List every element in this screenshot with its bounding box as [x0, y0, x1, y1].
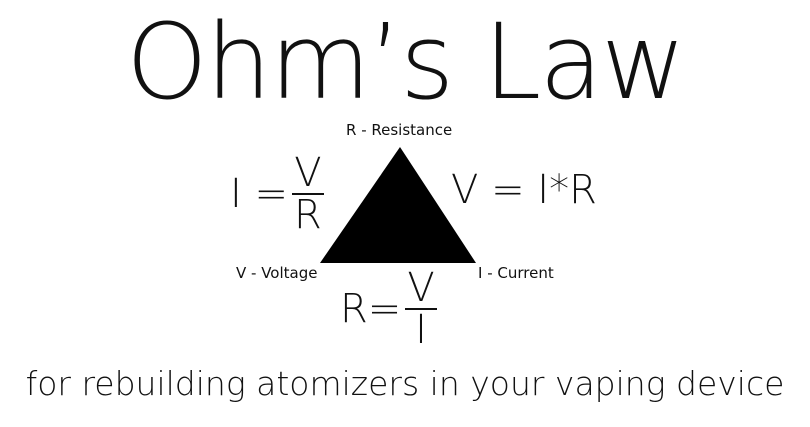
- resistance-formula-fraction: V I: [405, 265, 437, 353]
- resistance-formula-numerator: V: [407, 265, 435, 311]
- resistance-formula-denominator: I: [415, 307, 427, 353]
- voltage-formula: V = I*R: [451, 167, 597, 213]
- ohms-law-triangle: [320, 147, 476, 263]
- current-formula: I = V R: [230, 150, 324, 238]
- current-label: I - Current: [478, 264, 554, 282]
- resistance-formula: R= V I: [340, 265, 437, 353]
- current-formula-lhs: I =: [230, 171, 289, 217]
- voltage-label: V - Voltage: [236, 264, 318, 282]
- current-formula-numerator: V: [294, 150, 322, 196]
- current-formula-denominator: R: [294, 192, 322, 238]
- fraction-bar: [292, 193, 324, 195]
- subtitle: for rebuilding atomizers in your vaping …: [25, 364, 785, 403]
- page-title: Ohm’s Law: [125, 1, 686, 123]
- resistance-label: R - Resistance: [346, 121, 453, 139]
- fraction-bar: [405, 308, 437, 310]
- triangle-shape: [320, 147, 476, 263]
- resistance-formula-lhs: R=: [340, 286, 402, 332]
- current-formula-fraction: V R: [292, 150, 324, 238]
